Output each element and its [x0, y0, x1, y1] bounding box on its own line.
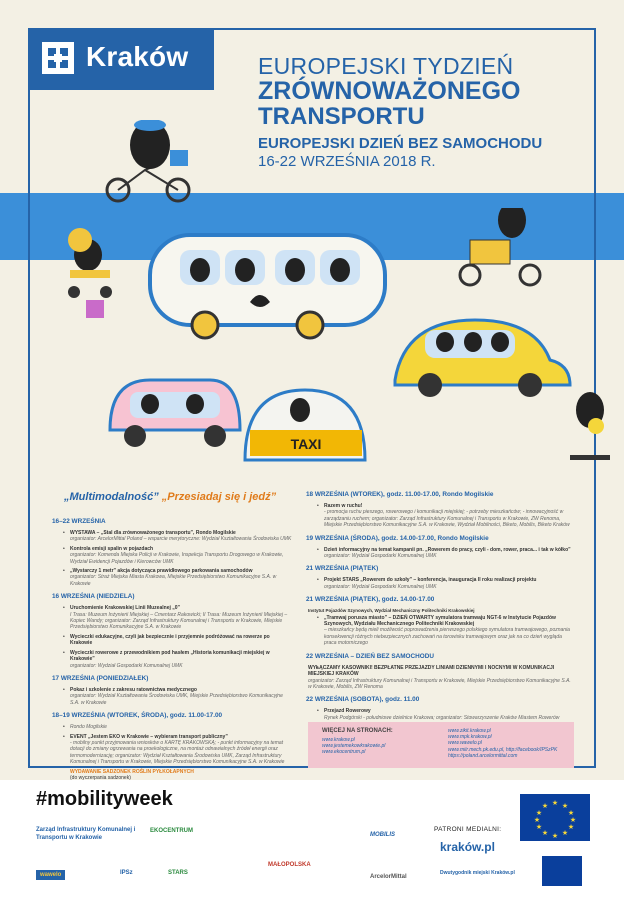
krakow-crest-icon	[42, 42, 74, 74]
day-heading: 16 WRZEŚNIA (NIEDZIELA)	[52, 593, 135, 601]
link[interactable]: www.zikit.krakow.pl	[448, 728, 491, 734]
program-left-column: „Multimodalność” „Przesiadaj się i jedź”…	[52, 485, 292, 781]
krakow-pl-logo: kraków.pl	[440, 840, 495, 854]
day-note: Instytut Pojazdów Szynowych, Wydział Mec…	[308, 608, 475, 614]
life-flag-icon	[542, 856, 582, 886]
program: „Multimodalność” „Przesiadaj się i jedź”…	[52, 485, 574, 781]
event-item: EVENT „Jestem EKO w Krakowie – wybieram …	[52, 734, 292, 766]
link[interactable]: www.mpk.krakow.pl	[448, 734, 492, 741]
title-line-3: TRANSPORTU	[258, 103, 425, 130]
taxi-sign: TAXI	[291, 436, 322, 452]
program-right-column: 18 WRZEŚNIA (WTOREK), godz. 11.00-17.00,…	[306, 485, 572, 724]
day-note: Rondo Mogilskie	[52, 724, 292, 731]
zikit-logo: Zarząd Infrastruktury Komunalnej i Trans…	[36, 827, 136, 841]
event-item: „Tramwaj porusza miasto” – DZIEŃ OTWARTY…	[306, 615, 572, 647]
event-item: WYŁĄCZAMY KASOWNIKI! BEZPŁATNE PRZEJAZDY…	[306, 665, 572, 691]
day-heading: 17 WRZEŚNIA (PONIEDZIAŁEK)	[52, 674, 149, 682]
day-heading: 18–19 WRZEŚNIA (WTOREK, ŚRODA), godz. 11…	[52, 712, 223, 720]
event-item: Wycieczki rowerowe z przewodnikiem pod h…	[52, 650, 292, 669]
cyclist-icon	[105, 120, 191, 203]
link[interactable]: www.jestemekowkrakowie.pl	[322, 743, 386, 750]
day-heading: 21 WRZEŚNIA (PIĄTEK), godz. 14.00-17.00	[306, 596, 435, 604]
svg-text:★: ★	[542, 829, 548, 837]
eu-flag-icon: ★★★ ★★★ ★★★ ★★★	[520, 794, 590, 841]
krakow-logo: Kraków	[28, 28, 214, 90]
wawelo-logo: wawelo	[36, 870, 66, 880]
logo-text: Kraków	[86, 41, 189, 72]
program-headline: „Multimodalność” „Przesiadaj się i jedź”	[64, 491, 292, 504]
svg-text:★: ★	[570, 816, 576, 824]
links-box: WIĘCEJ NA STRONACH: www.krakow.pl www.je…	[308, 722, 574, 768]
mobilis-logo: MOBILIS	[370, 832, 395, 838]
day-heading: 18 WRZEŚNIA (WTOREK), godz. 11.00-17.00,…	[306, 491, 494, 498]
link[interactable]: www.wawelo.pl	[448, 740, 482, 747]
scooter-rider-icon	[68, 228, 112, 318]
seedlings-note: WYDAWANIE SADZONEK ROŚLIN PYŁKOŁAPNYCH	[70, 768, 194, 775]
arcelormittal-logo: ArcelorMittal	[370, 874, 407, 880]
patrons-label: PATRONI MEDIALNI:	[434, 826, 502, 833]
svg-text:★: ★	[534, 816, 540, 824]
cargo-bike-icon	[458, 200, 542, 287]
day-heading: 16–22 WRZEŚNIA	[52, 518, 106, 525]
vehicles-illustration: TAXI	[68, 120, 610, 462]
ekocentrum-logo: EKOCENTRUM	[150, 828, 193, 834]
title-line-2: ZRÓWNOWAŻONEGO	[258, 77, 521, 105]
bus-icon	[148, 233, 387, 340]
day-heading: 19 WRZEŚNIA (ŚRODA), godz. 14.00-17.00, …	[306, 534, 489, 542]
event-item: Pokaz i szkolenie z zakresu ratownictwa …	[52, 687, 292, 706]
subtitle: EUROPEJSKI DZIEŃ BEZ SAMOCHODU	[258, 135, 543, 152]
title-line-1: EUROPEJSKI TYDZIEŃ	[258, 53, 514, 79]
svg-text:★: ★	[536, 823, 542, 831]
dwutygodnik-logo: Dwutygodnik miejski Kraków.pl	[440, 870, 515, 876]
event-item: Uruchomienie Krakowskiej Linii Muzealnej…	[52, 605, 292, 631]
link[interactable]: https://poland.arcelormittal.com	[448, 752, 518, 759]
svg-text:★: ★	[536, 809, 542, 817]
ipsz-logo: IPSz	[120, 870, 133, 876]
event-item: Kontrola emisji spalin w pojazdachorgani…	[52, 546, 292, 565]
dates: 16-22 WRZEŚNIA 2018 R.	[258, 153, 436, 170]
poster-title: EUROPEJSKI TYDZIEŃ ZRÓWNOWAŻONEGO TRANSP…	[258, 54, 568, 171]
link[interactable]: www.ekocentrum.pl	[322, 749, 366, 756]
malopolska-logo: MAŁOPOLSKA	[268, 862, 311, 868]
day-heading: 21 WRZEŚNIA (PIĄTEK)	[306, 565, 379, 573]
event-item: Dzień informacyjny na temat kampanii pn.…	[306, 547, 572, 560]
taxi-icon: TAXI	[243, 388, 367, 462]
hashtag: #mobilityweek	[36, 788, 173, 810]
event-item: Wycieczki edukacyjne, czyli jak bezpiecz…	[52, 634, 292, 647]
stars-logo: STARS	[168, 870, 188, 876]
links-left: www.krakow.pl www.jestemekowkrakowie.pl …	[322, 737, 385, 756]
svg-text:★: ★	[562, 829, 568, 837]
link[interactable]: www.miir.mech.pk.edu.pl, http://facebook…	[448, 746, 558, 753]
links-header: WIĘCEJ NA STRONACH:	[322, 728, 393, 734]
svg-text:★: ★	[568, 823, 574, 831]
yellow-car-icon	[393, 318, 572, 397]
day-heading: 22 WRZEŚNIA – DZIEŃ BEZ SAMOCHODU	[306, 652, 434, 660]
event-item: Razem w ruchu!- promocja ruchu pieszego,…	[306, 503, 572, 529]
day-heading: 22 WRZEŚNIA (SOBOTA), godz. 11.00	[306, 696, 420, 704]
skateboarder-icon	[570, 392, 610, 460]
link[interactable]: www.krakow.pl	[322, 737, 355, 743]
pink-car-icon	[108, 378, 242, 447]
svg-text:★: ★	[552, 799, 558, 807]
headline-przesiadaj: „Przesiadaj się i jedź”	[161, 491, 277, 503]
event-item: „Wystarczy 1 metr” akcja dotycząca prawi…	[52, 568, 292, 587]
svg-text:★: ★	[552, 832, 558, 840]
seedlings-subnote: (do wyczerpania sadzonek)	[70, 774, 131, 781]
svg-text:★: ★	[562, 802, 568, 810]
links-right: www.zikit.krakow.pl www.mpk.krakow.pl ww…	[448, 728, 557, 759]
headline-multimodal: „Multimodalność”	[64, 491, 159, 503]
svg-text:★: ★	[568, 809, 574, 817]
event-item: Projekt STARS „Rowerem do szkoły” – konf…	[306, 577, 572, 590]
svg-text:★: ★	[542, 802, 548, 810]
event-item: WYSTAWA – „Stal dla zrównoważonego trans…	[52, 530, 292, 543]
